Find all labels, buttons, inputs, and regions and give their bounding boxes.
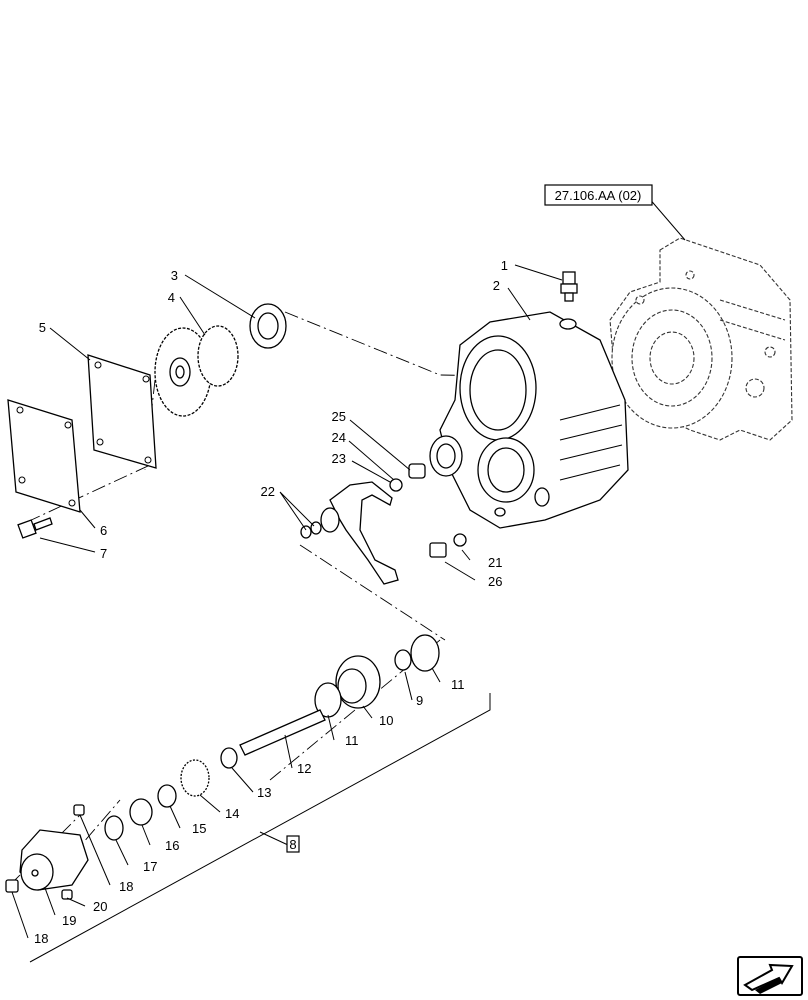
- kit-box-label: 8: [289, 837, 296, 852]
- callout-18b: 18: [34, 931, 48, 946]
- kit-box[interactable]: 8: [286, 835, 300, 853]
- callout-16: 16: [165, 838, 179, 853]
- callout-4: 4: [168, 290, 175, 305]
- reference-housing-outline: [609, 237, 793, 441]
- callout-2: 2: [493, 278, 500, 293]
- callout-6: 6: [100, 523, 107, 538]
- callout-13: 13: [257, 785, 271, 800]
- arrow-next-icon[interactable]: [737, 956, 803, 996]
- callout-25: 25: [332, 409, 346, 424]
- plug-and-seal: [429, 533, 467, 558]
- callout-3: 3: [171, 268, 178, 283]
- callout-20: 20: [93, 899, 107, 914]
- callout-5: 5: [39, 320, 46, 335]
- callout-1: 1: [501, 258, 508, 273]
- callout-11a: 11: [451, 677, 465, 692]
- reference-box-label: 27.106.AA (02): [555, 188, 642, 203]
- callout-21: 21: [488, 555, 502, 570]
- bolt: [17, 517, 53, 539]
- cover-plate: [87, 354, 157, 469]
- callout-19: 19: [62, 913, 76, 928]
- gear-housing: [429, 311, 629, 529]
- bearing: [249, 303, 287, 349]
- callout-22: 22: [261, 484, 275, 499]
- valve-assembly: [5, 634, 440, 900]
- small-shift-parts: [300, 463, 426, 539]
- callout-26: 26: [488, 574, 502, 589]
- gasket: [7, 399, 81, 513]
- callout-9: 9: [416, 693, 423, 708]
- callout-18a: 18: [119, 879, 133, 894]
- breather-valve: [560, 271, 578, 302]
- callout-17: 17: [143, 859, 157, 874]
- callout-23: 23: [332, 451, 346, 466]
- gear-cluster: [154, 325, 239, 417]
- callout-15: 15: [192, 821, 206, 836]
- callout-7: 7: [100, 546, 107, 561]
- callout-labels: 1 2 3 4 5 6 7 9 10 11 11 12 13 14 15 16 …: [34, 258, 508, 946]
- leader-lines: [11, 196, 686, 963]
- shift-fork: [320, 481, 399, 585]
- reference-box[interactable]: 27.106.AA (02): [544, 184, 653, 206]
- callout-14: 14: [225, 806, 239, 821]
- callout-11b: 11: [345, 733, 359, 748]
- callout-10: 10: [379, 713, 393, 728]
- callout-12: 12: [297, 761, 311, 776]
- callout-24: 24: [332, 430, 346, 445]
